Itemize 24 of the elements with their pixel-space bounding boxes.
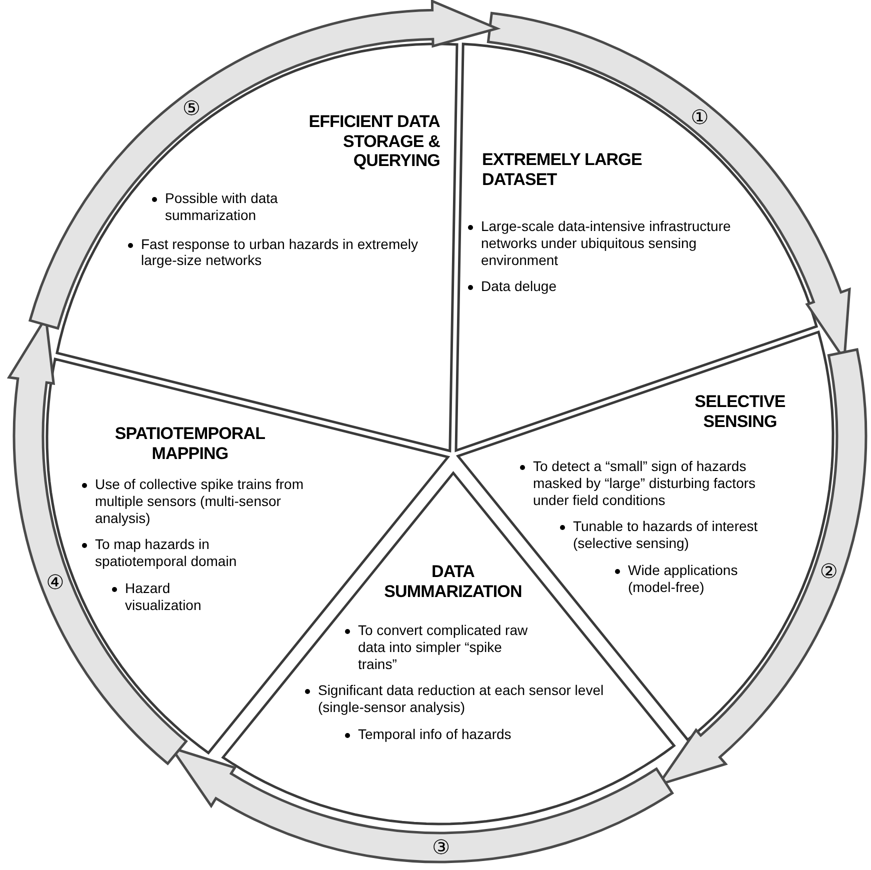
- edge-label: ①: [690, 106, 709, 127]
- edge-label: ④: [46, 572, 64, 592]
- curved-arrow: [28, 0, 498, 330]
- bullet-text: To detect a “small” sign of hazards masked by “large” disturbing factors under field conditions: [532, 458, 757, 508]
- segment-heading: EFFICIENT DATA STORAGE & QUERYING: [308, 112, 440, 171]
- bullet-text: Wide applications (model-free): [628, 562, 739, 596]
- bullet-text: Use of collective spike trains from multiple sensors (multi-sensor analysis): [94, 476, 305, 526]
- edge-label: ⑤: [182, 98, 200, 118]
- bullet-text: Temporal info of hazards: [358, 726, 512, 743]
- segment-heading: DATA SUMMARIZATION: [383, 562, 523, 602]
- edge-label: ③: [432, 837, 450, 858]
- edge-label: ②: [820, 560, 838, 581]
- bullet-text: Hazard visualization: [124, 580, 202, 614]
- segment-heading: EXTREMELY LARGE DATASET: [482, 150, 643, 190]
- bullet-text: Data deluge: [480, 278, 556, 296]
- bullet-text: Tunable to hazards of interest (selective sensing): [572, 518, 759, 552]
- bullet-text: Significant data reduction at each sensor level (single-sensor analysis): [318, 682, 605, 716]
- bullet-text: Fast response to urban hazards in extremely large-size networks: [140, 236, 420, 270]
- bullet-text: To convert complicated raw data into simpler “spike trains”: [358, 622, 529, 672]
- bullet-text: To map hazards in spatiotemporal domain: [94, 536, 238, 570]
- segment-heading: SPATIOTEMPORAL MAPPING: [114, 424, 266, 464]
- bullet-text: Possible with data summarization: [164, 190, 279, 224]
- bullet-text: Large-scale data-intensive infrastructure networks under ubiquitous sensing environment: [480, 218, 732, 268]
- segment-heading: SELECTIVE SENSING: [694, 392, 786, 432]
